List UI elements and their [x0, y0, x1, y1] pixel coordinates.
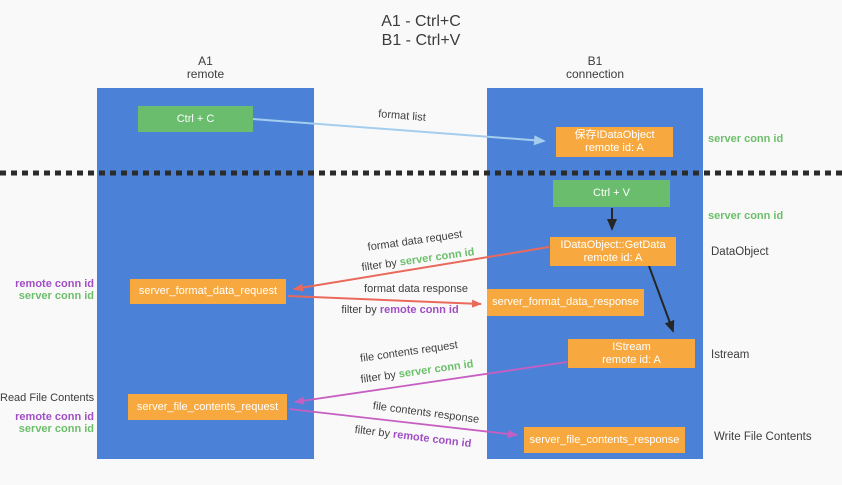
label-istream: Istream: [711, 349, 750, 361]
arrow-format-data-response: [287, 295, 482, 308]
node-server-file-contents-response-label: server_file_contents_response: [529, 433, 680, 446]
node-getdata: IDataObject::GetData remote id: A: [550, 237, 676, 266]
node-server-file-contents-request-label: server_file_contents_request: [136, 400, 279, 413]
label-read-file-contents: Read File Contents: [0, 392, 95, 404]
conn-id-stack-upper: remote conn id server conn id: [0, 278, 94, 302]
filter-by-text: filter by: [359, 369, 397, 386]
label-server-conn-id-right-1: server conn id: [708, 133, 784, 145]
node-getdata-label: IDataObject::GetData: [560, 238, 666, 251]
lane-b1-role: connection: [565, 67, 625, 81]
node-ctrl-v-label: Ctrl + V: [593, 187, 630, 199]
filter-by-text: filter by: [341, 304, 377, 316]
label-remote-conn-id-left-2: remote conn id: [15, 411, 94, 423]
server-conn-id-text: server conn id: [398, 358, 475, 381]
node-ctrl-v: Ctrl + V: [553, 180, 670, 207]
label-dataobject: DataObject: [711, 246, 769, 258]
node-save-dataobject-label: 保存IDataObject: [574, 129, 655, 141]
diagram-title: A1 - Ctrl+C B1 - Ctrl+V: [0, 12, 842, 50]
node-server-format-data-request-label: server_format_data_request: [138, 285, 278, 297]
remote-conn-id-text: remote conn id: [379, 304, 459, 316]
lane-header-b1: B1 connection: [487, 55, 703, 81]
label-file-contents-request: file contents request: [359, 339, 459, 365]
node-save-dataobject-sub: remote id: A: [585, 142, 644, 154]
node-server-format-data-request: server_format_data_request: [130, 279, 286, 304]
label-file-contents-response: file contents response: [372, 400, 480, 426]
node-ctrl-c-label: Ctrl + C: [176, 112, 215, 125]
node-save-dataobject: 保存IDataObject remote id: A: [556, 127, 673, 157]
label-remote-conn-id-left-1: remote conn id: [15, 278, 94, 290]
label-filter-remote-conn-lower: filter by remote conn id: [354, 424, 472, 450]
label-format-list: format list: [377, 108, 427, 124]
label-server-conn-id-left-1: server conn id: [18, 290, 94, 302]
remote-conn-id-text: remote conn id: [392, 428, 472, 451]
lane-a1-role: remote: [186, 67, 225, 81]
lane-header-a1: A1 remote: [97, 55, 314, 81]
label-format-data-response: format data response: [364, 283, 468, 295]
node-server-format-data-response-label: server_format_data_response: [492, 296, 639, 308]
lane-a1-name: A1: [198, 54, 213, 68]
node-istream: IStream remote id: A: [568, 339, 695, 368]
node-ctrl-c: Ctrl + C: [138, 106, 253, 132]
conn-id-stack-lower: remote conn id server conn id: [0, 411, 94, 435]
node-istream-label: IStream: [612, 340, 651, 353]
node-server-file-contents-request: server_file_contents_request: [128, 394, 287, 420]
label-write-file-contents: Write File Contents: [714, 431, 812, 443]
lane-b1-name: B1: [587, 54, 603, 68]
title-line-2: B1 - Ctrl+V: [381, 32, 461, 49]
node-server-format-data-response: server_format_data_response: [487, 289, 644, 316]
server-conn-id-text: server conn id: [399, 246, 476, 269]
node-getdata-sub: remote id: A: [583, 251, 643, 264]
node-istream-sub: remote id: A: [602, 353, 661, 366]
label-server-conn-id-left-2: server conn id: [18, 423, 94, 435]
label-filter-remote-conn-upper: filter by remote conn id: [341, 304, 458, 316]
filter-by-text: filter by: [360, 257, 398, 274]
node-server-file-contents-response: server_file_contents_response: [524, 427, 685, 453]
title-line-1: A1 - Ctrl+C: [381, 13, 461, 30]
label-server-conn-id-right-2: server conn id: [708, 210, 784, 222]
filter-by-text: filter by: [354, 423, 391, 441]
